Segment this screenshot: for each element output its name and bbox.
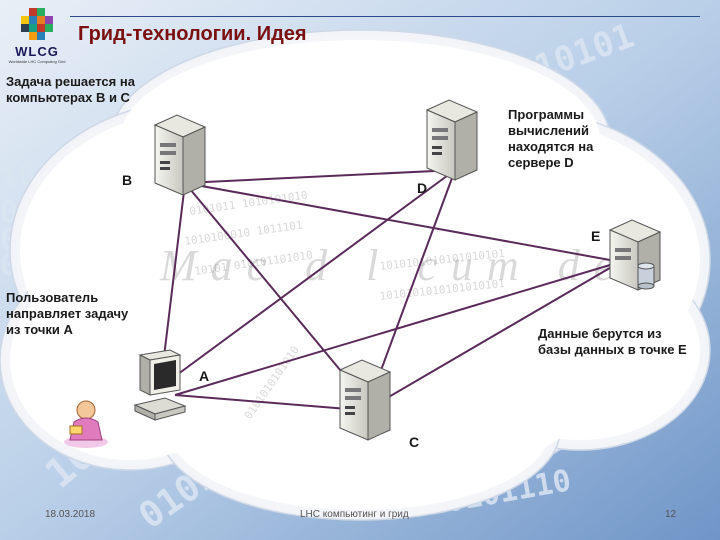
link-B-C	[185, 183, 365, 400]
node-label-b: B	[122, 172, 132, 188]
user-figure-icon	[64, 401, 108, 448]
workstation-a-icon	[135, 350, 185, 420]
note-data: Данные берутся из базы данных в точке E	[538, 326, 698, 358]
server-d-icon	[427, 100, 477, 180]
link-B-E	[185, 183, 610, 260]
link-D-A	[170, 170, 455, 380]
footer-page-number: 12	[665, 509, 676, 520]
node-label-a: A	[199, 368, 209, 384]
footer-date: 18.03.2018	[45, 509, 95, 520]
node-label-d: D	[417, 180, 427, 196]
server-b-icon	[155, 115, 205, 195]
note-task: Задача решается на компьютерах B и C	[6, 74, 136, 106]
note-user: Пользователь направляет задачу из точки …	[6, 290, 141, 338]
node-label-e: E	[591, 228, 600, 244]
link-B-D	[185, 170, 455, 183]
footer-center: LHC компьютинг и грид	[300, 509, 409, 520]
database-e-icon	[638, 263, 654, 289]
note-programs: Программы вычислений находятся на сервер…	[508, 107, 628, 170]
link-A-C	[175, 395, 360, 410]
node-label-c: C	[409, 434, 419, 450]
server-c-icon	[340, 360, 390, 440]
